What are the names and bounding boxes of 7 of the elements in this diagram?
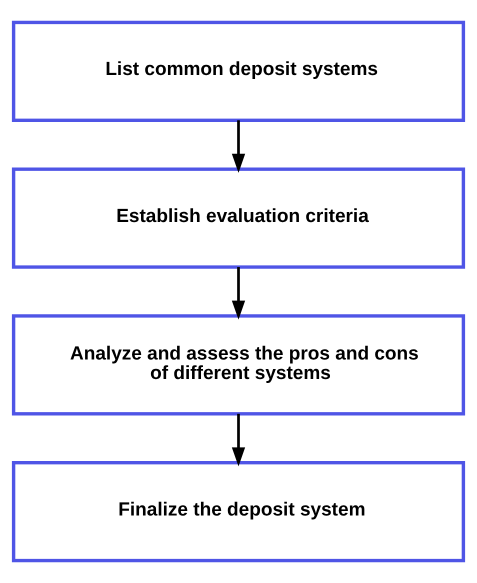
node-box: Establish evaluation criteria <box>12 168 466 269</box>
node-box: List common deposit systems <box>12 20 466 122</box>
node-box: Finalize the deposit system <box>12 461 466 562</box>
arrow <box>232 120 246 173</box>
arrow <box>232 267 246 320</box>
arrow <box>232 414 246 466</box>
node-box: Analyze and assess the pros and cons of different systems <box>12 314 466 416</box>
